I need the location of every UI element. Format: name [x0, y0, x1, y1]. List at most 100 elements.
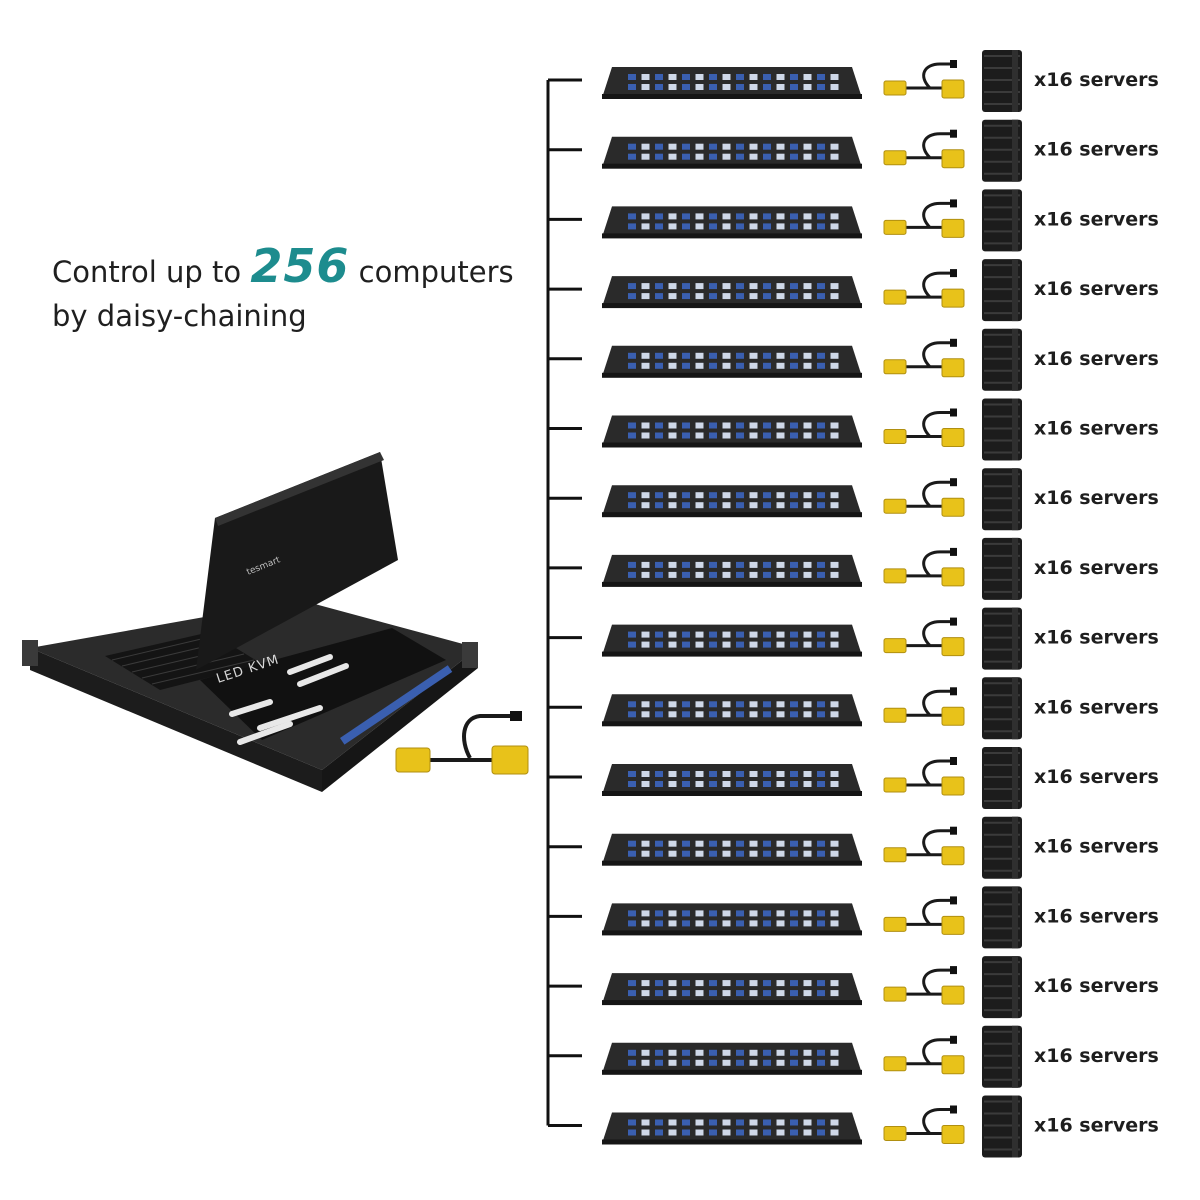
kvm-port — [763, 293, 771, 300]
kvm-port — [722, 711, 731, 718]
kvm-port — [736, 631, 744, 638]
kvm-port — [641, 1049, 650, 1056]
kvm-port — [790, 1119, 798, 1126]
switch-row: x16 servers — [548, 956, 1159, 1019]
kvm-port — [655, 641, 663, 648]
kvm-port — [749, 492, 758, 499]
kvm-port — [695, 1049, 704, 1056]
kvm-port — [790, 1049, 798, 1056]
kvm-port — [682, 631, 690, 638]
kvm-port — [817, 990, 825, 997]
kvm-port — [790, 362, 798, 369]
kvm-switch-base — [602, 512, 862, 518]
kvm-port — [695, 990, 704, 997]
kvm-port — [736, 74, 744, 80]
vga-connector-left — [883, 429, 907, 444]
headline-number: 256 — [250, 239, 350, 293]
kvm-port — [776, 502, 785, 509]
kvm-port — [736, 1049, 744, 1056]
kvm-port — [817, 432, 825, 439]
kvm-port — [668, 153, 677, 160]
kvm-port — [668, 850, 677, 857]
kvm-switch-unit — [602, 206, 862, 238]
kvm-port — [655, 561, 663, 568]
kvm-port — [668, 283, 677, 290]
kvm-port — [749, 293, 758, 300]
server-edge — [1012, 607, 1018, 670]
kvm-port — [817, 213, 825, 220]
kvm-port — [722, 223, 731, 230]
kvm-port — [668, 213, 677, 220]
kvm-port — [695, 701, 704, 708]
kvm-port — [641, 84, 650, 90]
kvm-port — [749, 561, 758, 568]
servers-label: x16 servers — [1034, 487, 1159, 509]
kvm-port — [776, 711, 785, 718]
vga-plug — [950, 687, 957, 696]
kvm-port — [709, 362, 717, 369]
kvm-port — [722, 362, 731, 369]
kvm-switch-unit — [602, 345, 862, 377]
vga-connector-right — [941, 567, 965, 587]
kvm-port — [736, 422, 744, 429]
kvm-port — [803, 432, 812, 439]
kvm-port — [830, 223, 839, 230]
vga-connector-left — [883, 289, 907, 305]
kvm-port — [749, 153, 758, 160]
kvm-port — [682, 701, 690, 708]
kvm-port — [722, 352, 731, 359]
kvm-port — [682, 74, 690, 80]
kvm-port — [682, 143, 690, 150]
kvm-port — [776, 153, 785, 160]
kvm-port — [749, 771, 758, 777]
kvm-port — [803, 213, 812, 220]
kvm-port — [830, 850, 839, 857]
kvm-port — [749, 283, 758, 290]
server-edge — [1012, 468, 1018, 531]
kvm-port — [763, 84, 771, 90]
kvm-port — [641, 771, 650, 777]
kvm-port — [641, 781, 650, 787]
kvm-port — [722, 781, 731, 787]
kvm-port — [722, 571, 731, 578]
kvm-port — [803, 153, 812, 160]
kvm-port — [790, 143, 798, 150]
vga-plug — [950, 547, 957, 556]
kvm-port — [803, 502, 812, 509]
kvm-port — [709, 422, 717, 429]
kvm-port — [803, 771, 812, 777]
kvm-port — [736, 1119, 744, 1126]
kvm-port — [776, 990, 785, 997]
kvm-port — [709, 283, 717, 290]
kvm-port — [790, 980, 798, 987]
kvm-port — [722, 422, 731, 429]
server-edge — [1012, 119, 1018, 182]
kvm-switch-unit — [602, 136, 862, 168]
vga-connector-right — [941, 637, 965, 657]
kvm-port — [830, 352, 839, 359]
kvm-port — [803, 352, 812, 359]
vga-plug — [950, 129, 957, 138]
kvm-port — [790, 711, 798, 718]
kvm-port — [817, 362, 825, 369]
kvm-port — [776, 74, 785, 80]
headline-before: Control up to — [52, 255, 251, 289]
kvm-port — [668, 980, 677, 987]
switch-row: x16 servers — [548, 816, 1159, 879]
kvm-port — [695, 1059, 704, 1066]
kvm-port — [776, 213, 785, 220]
kvm-port — [763, 571, 771, 578]
kvm-port — [736, 352, 744, 359]
kvm-port — [641, 571, 650, 578]
kvm-port — [682, 561, 690, 568]
servers-label: x16 servers — [1034, 208, 1159, 230]
kvm-port — [628, 223, 636, 230]
kvm-port — [682, 213, 690, 220]
console-floor-panel — [200, 628, 446, 740]
kvm-port — [655, 701, 663, 708]
kvm-port — [790, 641, 798, 648]
kvm-port — [695, 771, 704, 777]
kvm-port — [736, 990, 744, 997]
kvm-port — [668, 1049, 677, 1056]
kvm-switch-unit — [602, 973, 862, 1005]
